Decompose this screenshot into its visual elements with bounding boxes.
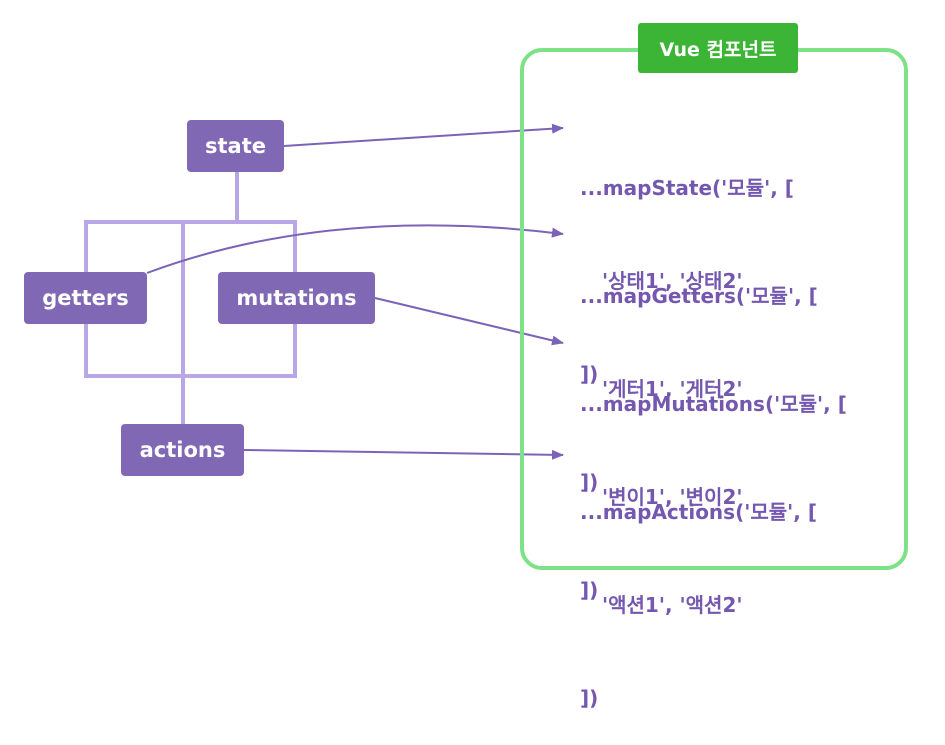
map-state-block: ...mapState('모듈', [ '상태1', '상태2' ]) [580, 111, 794, 421]
code-line: ...mapGetters('모듈', [ [580, 284, 818, 308]
actions-node-label: actions [139, 438, 226, 462]
code-line: ]) [580, 686, 599, 710]
code-line: '게터1', '게터2' [602, 377, 743, 401]
map-mutations-block: ...mapMutations('모듈', [ '변이1', '변이2' ]) [580, 327, 847, 637]
code-line: '액션1', '액션2' [602, 593, 743, 617]
state-node-label: state [205, 134, 266, 158]
code-line: ]) [580, 362, 599, 386]
vue-component-title-text: Vue 컴포넌트 [659, 38, 777, 61]
mutations-node-label: mutations [236, 286, 357, 310]
actions-node: actions [121, 424, 244, 476]
state-arrow [283, 123, 564, 147]
code-line: ...mapMutations('모듈', [ [580, 392, 847, 416]
code-line: ...mapActions('모듈', [ [580, 500, 817, 524]
code-line: ]) [580, 470, 599, 494]
getters-arrow [146, 224, 564, 274]
getters-node-label: getters [42, 286, 129, 310]
mutations-arrow [374, 297, 564, 346]
code-line: '상태1', '상태2' [602, 269, 743, 293]
state-node: state [187, 120, 284, 172]
mutations-node: mutations [218, 272, 375, 324]
vue-component-title: Vue 컴포넌트 [638, 23, 798, 73]
getters-node: getters [24, 272, 147, 324]
mapping-arrows [146, 123, 564, 460]
map-getters-block: ...mapGetters('모듈', [ '게터1', '게터2' ]) [580, 219, 818, 529]
map-actions-block: ...mapActions('모듈', [ '액션1', '액션2' ]) [580, 435, 817, 745]
code-line: '변이1', '변이2' [602, 485, 743, 509]
code-line: ...mapState('모듈', [ [580, 176, 794, 200]
actions-arrow [243, 449, 564, 460]
